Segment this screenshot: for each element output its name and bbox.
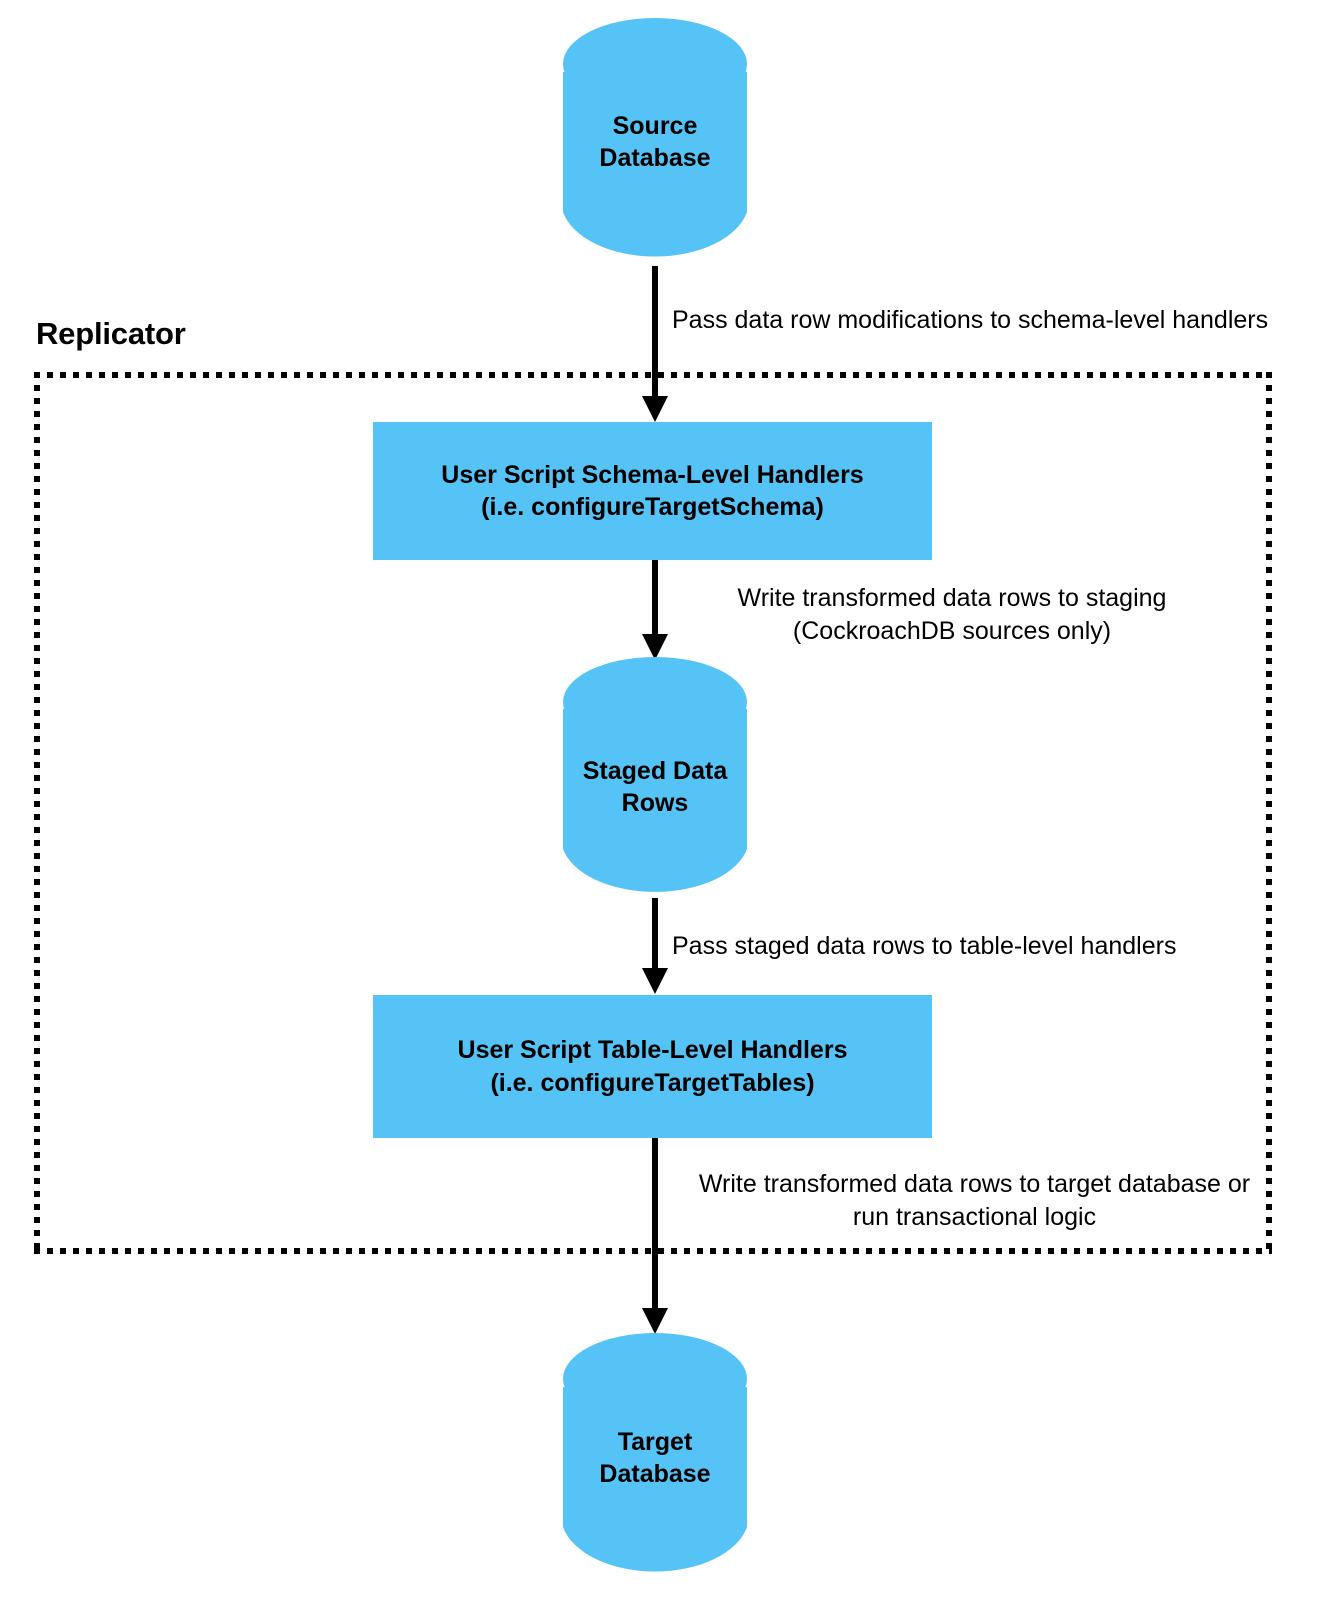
arrow-head — [642, 634, 668, 660]
arrow-line — [652, 1138, 658, 1308]
edge-staging-to-table-handlers-arrow — [642, 898, 668, 994]
node-schema-level-handlers: User Script Schema-Level Handlers (i.e. … — [373, 422, 932, 560]
node-staged-data-rows: Staged Data Rows — [561, 655, 749, 902]
edge-source-to-schema-handlers-label: Pass data row modifications to schema-le… — [672, 306, 1269, 334]
edge-source-to-schema-handlers-arrow — [642, 266, 668, 422]
node-label: Source Database — [599, 112, 711, 172]
database-cylinder-icon — [563, 18, 747, 257]
dotted-border-left — [34, 372, 40, 1254]
dotted-border-right — [1266, 372, 1272, 1254]
node-label: Target Database — [599, 1428, 711, 1488]
replicator-group-label: Replicator — [36, 316, 186, 351]
edge-schema-handlers-to-staging-label: Write transformed data rows to staging (… — [737, 584, 1167, 645]
node-source-database: Source Database — [561, 16, 749, 266]
node-label: Staged Data Rows — [582, 757, 728, 817]
database-cylinder-icon — [563, 657, 747, 892]
arrow-head — [642, 968, 668, 994]
arrow-line — [652, 898, 658, 968]
edge-table-handlers-to-target-label: Write transformed data rows to target da… — [698, 1170, 1251, 1231]
edge-table-handlers-to-target-arrow — [642, 1138, 668, 1334]
arrow-head — [642, 396, 668, 422]
node-table-level-handlers: User Script Table-Level Handlers (i.e. c… — [373, 995, 932, 1138]
edge-schema-handlers-to-staging-arrow — [642, 560, 668, 660]
database-cylinder-icon — [563, 1333, 747, 1572]
edge-staging-to-table-handlers-label: Pass staged data rows to table-level han… — [672, 932, 1177, 960]
node-label: User Script Schema-Level Handlers (i.e. … — [441, 460, 864, 522]
arrow-head — [642, 1308, 668, 1334]
node-target-database: Target Database — [561, 1331, 749, 1583]
arrow-line — [652, 266, 658, 396]
node-label: User Script Table-Level Handlers (i.e. c… — [457, 1036, 848, 1097]
arrow-line — [652, 560, 658, 634]
